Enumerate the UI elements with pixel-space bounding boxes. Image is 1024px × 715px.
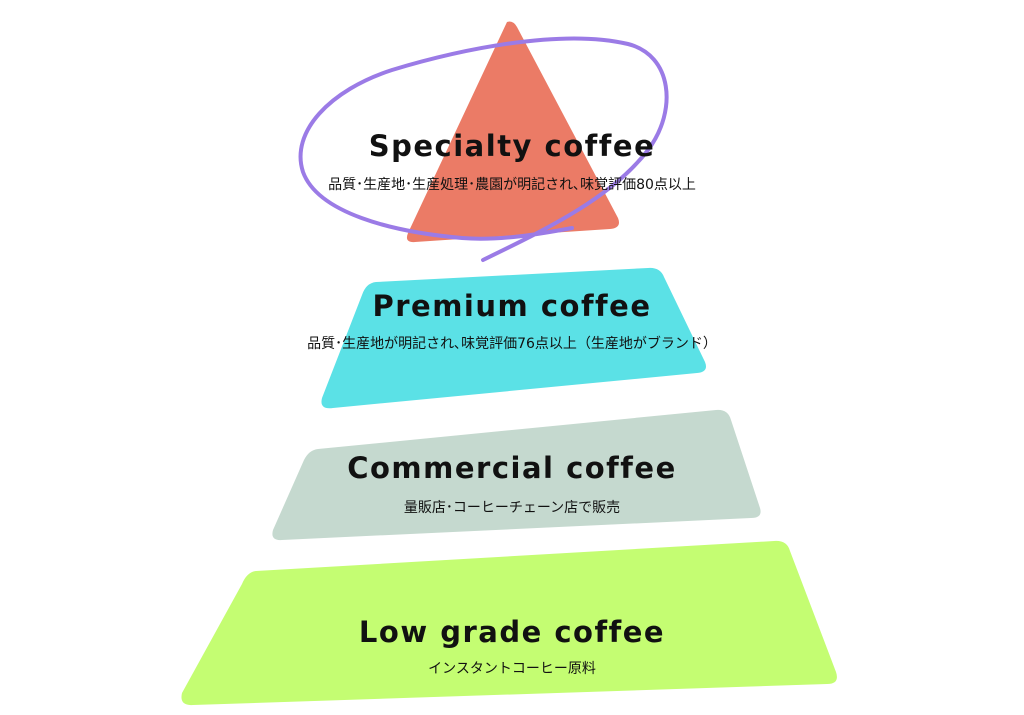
- lowgrade-tier-description: インスタントコーヒー原料: [428, 661, 596, 677]
- specialty-tier-title: Specialty coffee: [368, 129, 656, 163]
- commercial-tier-title: Commercial coffee: [347, 451, 677, 485]
- highlight-circle-annotation: [298, 36, 669, 262]
- commercial-tier-description: 量販店･コーヒーチェーン店で販売: [403, 500, 621, 516]
- premium-tier-shape: [321, 267, 706, 409]
- specialty-tier-triangle: [406, 21, 619, 243]
- lowgrade-tier-title: Low grade coffee: [358, 615, 666, 649]
- specialty-tier-description: 品質･生産地･生産処理･農園が明記され､味覚評価80点以上: [328, 177, 696, 193]
- premium-tier-title: Premium coffee: [372, 289, 652, 323]
- commercial-tier-shape: [272, 409, 761, 541]
- lowgrade-tier-shape: [181, 540, 837, 706]
- premium-tier-description: 品質･生産地が明記され､味覚評価76点以上（生産地がブランド）: [307, 336, 717, 352]
